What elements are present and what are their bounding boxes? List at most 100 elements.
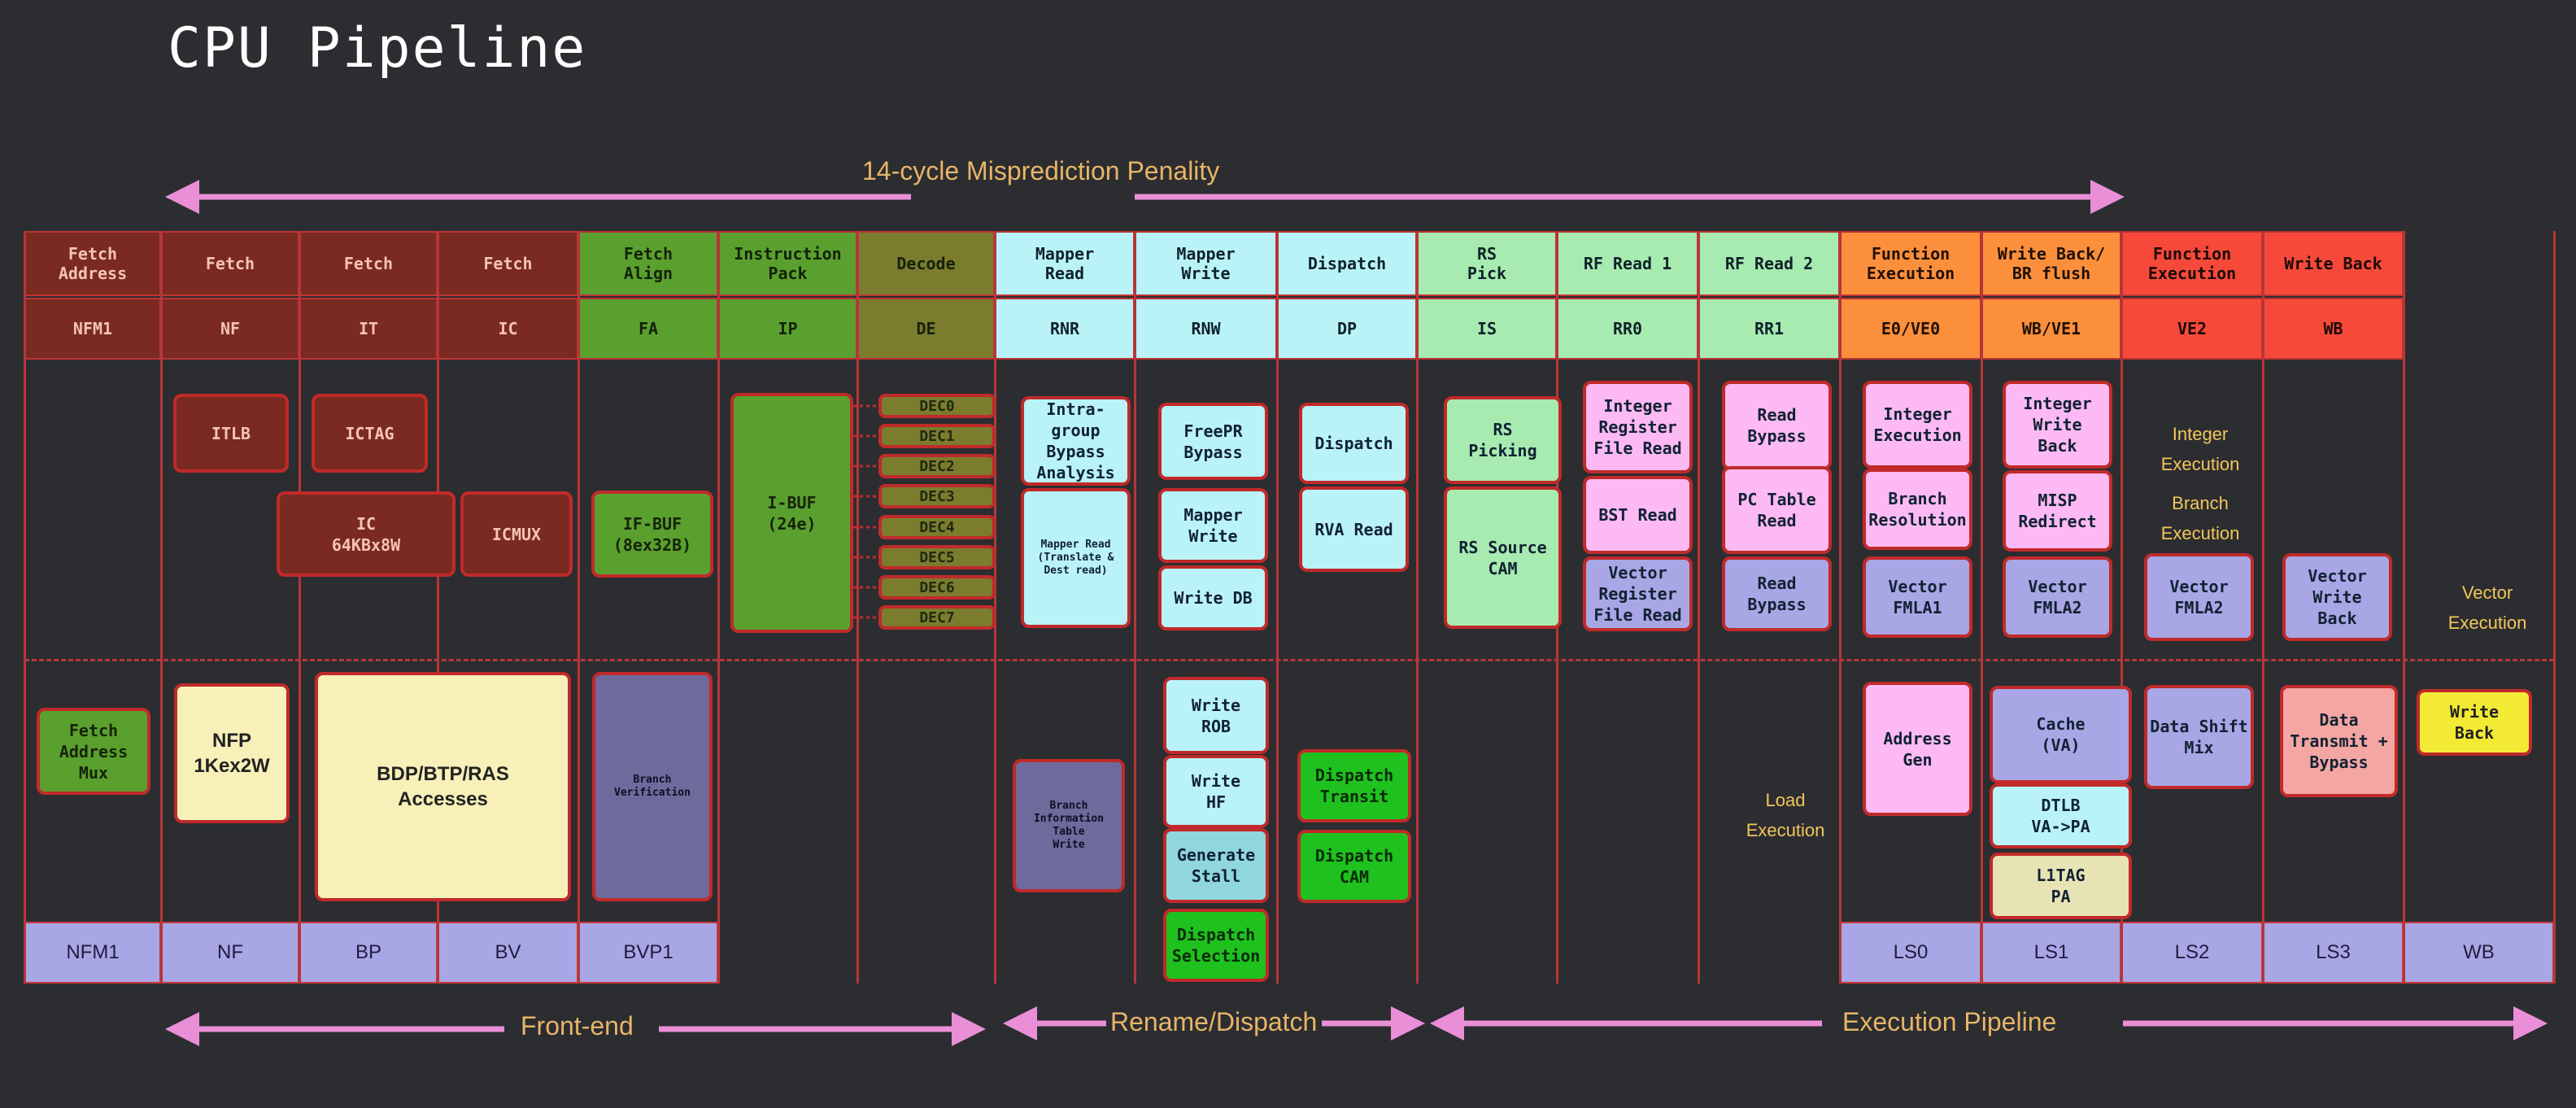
write-back-final-block: Write Back <box>2417 689 2532 756</box>
stage-name-10: IS <box>1417 298 1557 360</box>
write-db-block: Write DB <box>1158 565 1268 630</box>
stage-name-4: FA <box>578 298 718 360</box>
stage-header-15: Function Execution <box>2121 231 2263 296</box>
stage-header-0: Fetch Address <box>24 231 161 296</box>
stage-header-9: Dispatch <box>1277 231 1417 296</box>
address-gen-block: Address Gen <box>1863 682 1972 816</box>
decoder-1: DEC1 <box>878 424 996 448</box>
stage-header-5: Instruction Pack <box>718 231 857 296</box>
column-divider <box>578 231 580 984</box>
integer-execution-block: Integer Execution <box>1863 381 1972 469</box>
stage-header-4: Fetch Align <box>578 231 718 296</box>
nfp-block: NFP 1Kex2W <box>174 683 290 823</box>
stage-header-14: Write Back/ BR flush <box>1981 231 2121 296</box>
column-divider <box>299 231 301 984</box>
pc-table-read-block: PC Table Read <box>1722 466 1832 554</box>
stage-header-13: Function Execution <box>1840 231 1981 296</box>
write-rob-block: Write ROB <box>1163 677 1269 754</box>
bst-read-block: BST Read <box>1583 476 1693 554</box>
vector-rf-read-block: Vector Register File Read <box>1583 556 1693 631</box>
stage-name-13: E0/VE0 <box>1840 298 1981 360</box>
stage-name-1: NF <box>161 298 299 360</box>
column-divider <box>2262 231 2264 984</box>
dispatch-transit-block: Dispatch Transit <box>1297 749 1411 822</box>
stage-header-6: Decode <box>857 231 995 296</box>
column-divider <box>2553 231 2556 984</box>
intragroup-bypass-block: Intra- group Bypass Analysis <box>1021 396 1131 486</box>
cache-va-block: Cache (VA) <box>1990 686 2132 783</box>
stage-name-9: DP <box>1277 298 1417 360</box>
bottom-stage-17: WB <box>2404 922 2554 984</box>
branch-verification-block: Branch Verification <box>592 672 713 901</box>
decoder-5: DEC5 <box>878 545 996 569</box>
dispatch-selection-block: Dispatch Selection <box>1163 909 1269 982</box>
column-divider <box>1698 231 1700 984</box>
data-transmit-bypass-block: Data Transmit + Bypass <box>2280 685 2398 797</box>
stage-name-8: RNW <box>1135 298 1277 360</box>
instruction-buffer-block: I-BUF (24e) <box>730 393 853 633</box>
column-divider <box>1839 231 1842 984</box>
stage-name-2: IT <box>299 298 438 360</box>
dispatch-block: Dispatch <box>1299 403 1409 484</box>
stage-name-7: RNR <box>995 298 1135 360</box>
misp-redirect-block: MISP Redirect <box>2003 470 2112 552</box>
fetch-address-mux-block: Fetch Address Mux <box>37 708 150 795</box>
ictag-block: ICTAG <box>312 394 428 473</box>
misprediction-caption: 14-cycle Misprediction Penality <box>862 156 1220 185</box>
vector-write-back-block: Vector Write Back <box>2282 553 2392 641</box>
decoder-4: DEC4 <box>878 515 996 539</box>
integer-execution-label: Integer Execution <box>2160 424 2240 475</box>
stage-name-12: RR1 <box>1698 298 1840 360</box>
stage-name-11: RR0 <box>1557 298 1698 360</box>
branch-info-table-write-block: Branch Information Table Write <box>1013 759 1125 892</box>
dtlb-block: DTLB VA->PA <box>1990 783 2132 848</box>
stage-header-11: RF Read 1 <box>1557 231 1698 296</box>
read-bypass-1-block: Read Bypass <box>1722 381 1832 470</box>
integer-rf-read-block: Integer Register File Read <box>1583 381 1693 473</box>
bottom-stage-1: NF <box>161 922 299 984</box>
dispatch-cam-block: Dispatch CAM <box>1297 830 1411 903</box>
column-divider <box>1276 231 1279 984</box>
decoder-3: DEC3 <box>878 484 996 508</box>
stage-name-5: IP <box>718 298 857 360</box>
column-divider <box>1416 231 1419 984</box>
read-bypass-2-block: Read Bypass <box>1722 556 1832 631</box>
write-hf-block: Write HF <box>1163 755 1269 828</box>
column-divider <box>856 231 859 984</box>
branch-resolution-block: Branch Resolution <box>1863 469 1972 550</box>
rs-picking-block: RS Picking <box>1444 396 1562 484</box>
decoder-2: DEC2 <box>878 454 996 478</box>
bdp-btp-ras-block: BDP/BTP/RAS Accesses <box>315 672 571 901</box>
stage-header-2: Fetch <box>299 231 438 296</box>
integer-write-back-block: Integer Write Back <box>2003 381 2112 469</box>
rs-source-cam-block: RS Source CAM <box>1444 486 1562 629</box>
stage-header-8: Mapper Write <box>1135 231 1277 296</box>
stage-name-0: NFM1 <box>24 298 161 360</box>
frontend-caption: Front-end <box>521 1011 634 1040</box>
column-divider <box>437 231 439 984</box>
l1tag-block: L1TAG PA <box>1990 853 2132 919</box>
column-divider <box>994 231 996 984</box>
stage-header-10: RS Pick <box>1417 231 1557 296</box>
freepr-bypass-block: FreePR Bypass <box>1158 403 1268 480</box>
vector-execution-label: Vector Execution <box>2447 582 2527 634</box>
bottom-stage-4: BVP1 <box>578 922 718 984</box>
itlb-block: ITLB <box>173 394 289 473</box>
stage-name-15: VE2 <box>2121 298 2263 360</box>
stage-header-16: Write Back <box>2263 231 2404 296</box>
vector-fmla2-block: Vector FMLA2 <box>2003 556 2112 638</box>
icache-block: IC 64KBx8W <box>277 491 455 577</box>
decoder-7: DEC7 <box>878 605 996 630</box>
column-divider <box>24 231 26 984</box>
mapper-read-block: Mapper Read (Translate & Dest read) <box>1021 488 1131 628</box>
column-divider <box>1981 231 1983 984</box>
if-buffer-block: IF-BUF (8ex32B) <box>591 491 713 578</box>
column-divider <box>1134 231 1136 984</box>
bottom-stage-2: BP <box>299 922 438 984</box>
rva-read-block: RVA Read <box>1299 486 1409 572</box>
bottom-stage-16: LS3 <box>2263 922 2404 984</box>
page-title: CPU Pipeline <box>168 16 587 81</box>
